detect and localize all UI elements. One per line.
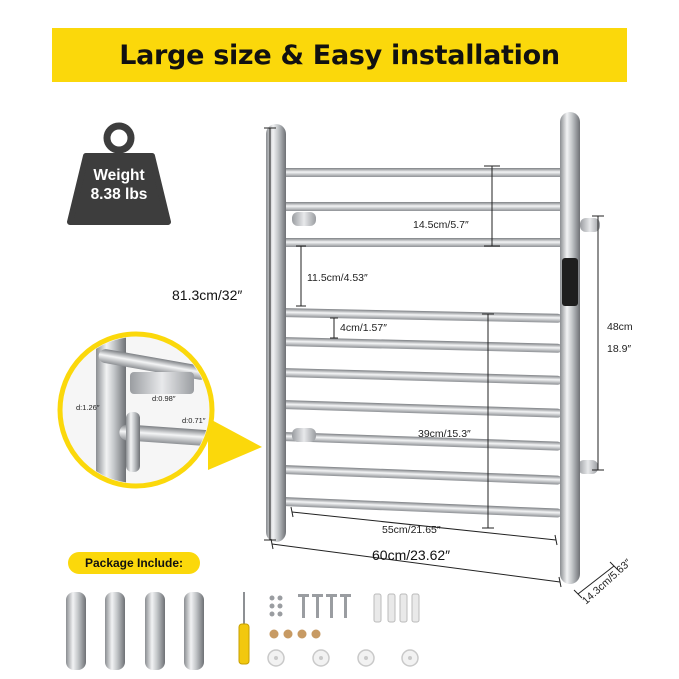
inner-width-label: 55cm/21.65″	[382, 524, 441, 536]
wall-bracket	[292, 212, 316, 226]
bar-gap-label: 4cm/1.57″	[340, 322, 387, 334]
weight-badge: Weight 8.38 lbs	[64, 122, 174, 232]
left-post	[266, 124, 286, 542]
side-height-cm-label: 48cm	[607, 321, 633, 333]
wall-caps-holes	[274, 656, 412, 660]
title-banner: Large size & Easy installation	[52, 28, 627, 82]
weight-label: Weight	[93, 167, 145, 184]
screws-icon	[269, 594, 351, 618]
wall-bracket	[578, 460, 598, 474]
total-height-label: 81.3cm/32″	[172, 287, 243, 303]
top-gap-label: 14.5cm/5.7″	[413, 219, 469, 231]
post-diameter-label: d:1.26″	[76, 403, 100, 412]
side-height-in-label: 18.9″	[607, 343, 632, 355]
page-title: Large size & Easy installation	[119, 39, 560, 71]
washers-icon	[269, 629, 321, 639]
mid-gap-label: 11.5cm/4.53″	[307, 272, 368, 284]
lower-height-label: 39cm/15.3″	[418, 428, 471, 440]
weight-icon	[67, 122, 171, 225]
power-switch-icon	[562, 258, 578, 306]
bar-diameter-label: d:0.71″	[182, 416, 206, 425]
detail-magnifier	[57, 331, 262, 489]
wall-caps-icon	[267, 649, 419, 667]
package-covers	[66, 592, 204, 670]
screwdriver-icon	[238, 592, 250, 665]
wall-bracket	[292, 428, 316, 442]
wall-anchors-icon	[373, 593, 420, 623]
right-post	[560, 112, 580, 584]
dimension-lines	[264, 127, 619, 599]
weight-value: 8.38 lbs	[90, 186, 148, 203]
mount-diameter-label: d:0.98″	[152, 394, 176, 403]
total-width-label: 60cm/23.62″	[372, 547, 451, 563]
rack-bars	[281, 168, 564, 518]
wall-bracket	[580, 218, 600, 232]
package-include-label: Package Include:	[68, 552, 200, 574]
